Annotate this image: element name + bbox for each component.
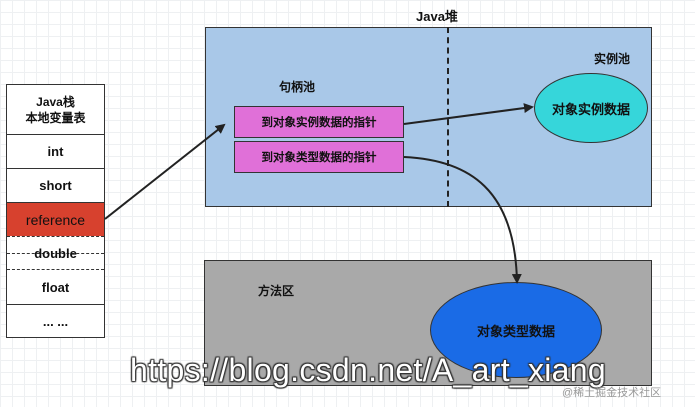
stack-title: Java栈 [36,94,75,109]
type-data-ellipse: 对象类型数据 [430,282,602,378]
instance-pool-label: 实例池 [594,52,631,66]
reference-to-handle-arrow [104,123,226,220]
pointer-to-instance-data: 到对象实例数据的指针 [234,106,404,138]
handle-pool-label: 句柄池 [279,80,316,94]
java-stack-table: Java栈 本地变量表 int short reference double f… [6,84,105,338]
stack-slot-int: int [7,134,104,168]
pointer-to-instance-arrow [403,103,534,125]
stack-slot-double-label: double [34,245,77,261]
stack-slot-double: double [7,236,104,270]
stack-slot-float: float [41,279,70,295]
watermark-url: https://blog.csdn.net/A_art_xiang [130,352,606,388]
instance-data-ellipse: 对象实例数据 [534,73,648,143]
pointer-to-type-arrow [403,156,522,284]
method-area-label: 方法区 [258,284,295,298]
stack-slot-reference: reference [7,202,104,236]
double-divider-line [7,253,104,254]
stack-slot-ellipsis: ... ... [7,304,104,337]
java-heap-title: Java堆 [416,9,458,24]
heap-divider [447,27,449,207]
stack-slot-short: short [7,168,104,202]
stack-header: Java栈 本地变量表 [7,85,104,134]
pointer-to-type-data: 到对象类型数据的指针 [234,141,404,173]
local-variable-table-label: 本地变量表 [25,110,86,125]
watermark-community: @稀土掘金技术社区 [562,387,662,399]
